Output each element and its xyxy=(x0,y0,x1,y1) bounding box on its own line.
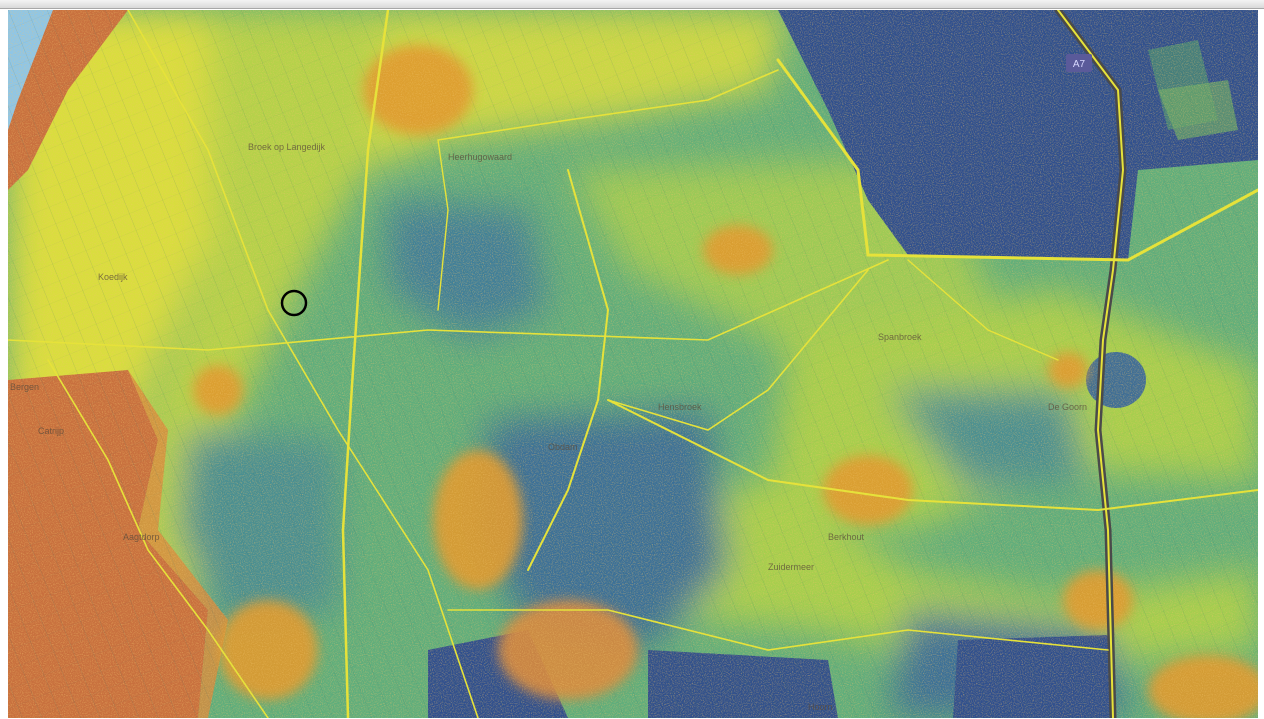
road-north-center xyxy=(437,139,449,311)
place-label-catrijp: Catrijp xyxy=(38,426,64,436)
place-label-de-goorn: De Goorn xyxy=(1048,402,1087,412)
road-north xyxy=(437,69,779,141)
place-label-broek: Broek op Langedijk xyxy=(248,142,326,152)
place-label-zuidermeer: Zuidermeer xyxy=(768,562,814,572)
roads xyxy=(8,10,1258,718)
window-top-border xyxy=(0,0,1264,9)
road-shield-a7: A7 xyxy=(1066,54,1092,72)
road-west xyxy=(47,359,269,718)
road-southeast xyxy=(607,399,1258,512)
place-label-hensbroek: Hensbroek xyxy=(658,402,702,412)
road-north-west xyxy=(341,10,390,718)
place-label-koedijk: Koedijk xyxy=(98,272,128,282)
location-marker-circle[interactable] xyxy=(280,289,308,317)
road-south xyxy=(447,609,1109,651)
road-diagonal xyxy=(127,10,479,718)
place-label-berkhout: Berkhout xyxy=(828,532,865,542)
road-center xyxy=(527,169,610,571)
elevation-map-viewport[interactable]: A7 Bergen Catrijp Aagtdorp Koedijk Broek… xyxy=(8,10,1258,718)
place-label-bergen: Bergen xyxy=(10,382,39,392)
road-mid xyxy=(607,269,869,431)
place-labels: Bergen Catrijp Aagtdorp Koedijk Broek op… xyxy=(10,142,1087,712)
elevation-map[interactable]: A7 Bergen Catrijp Aagtdorp Koedijk Broek… xyxy=(8,10,1258,718)
dike-polder-edge xyxy=(776,58,1258,262)
road-east xyxy=(907,259,1059,361)
place-label-obdam: Obdam xyxy=(548,442,578,452)
place-label-spanbroek: Spanbroek xyxy=(878,332,922,342)
road-east-west xyxy=(8,259,889,351)
speckle-overlay xyxy=(8,10,1258,718)
road-shield-label: A7 xyxy=(1073,59,1086,70)
place-label-aagtdorp: Aagtdorp xyxy=(123,532,160,542)
place-label-heerhugowaard: Heerhugowaard xyxy=(448,152,512,162)
place-label-hoorn: Hoorn xyxy=(808,702,833,712)
